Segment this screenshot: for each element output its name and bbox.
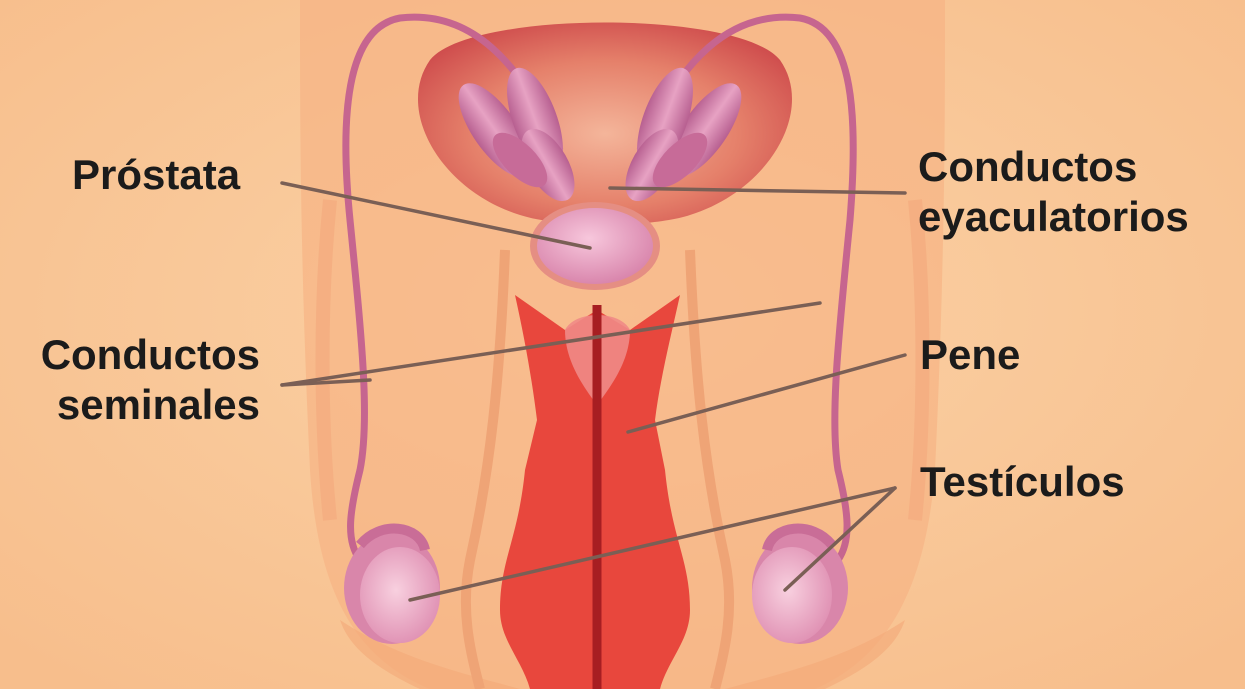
label-testiculos-text: Testículos xyxy=(920,457,1125,507)
label-pene-text: Pene xyxy=(920,330,1020,380)
label-testiculos: Testículos xyxy=(920,457,1125,507)
prostate-inner xyxy=(537,208,653,284)
label-pene: Pene xyxy=(920,330,1020,380)
label-prostata-text: Próstata xyxy=(72,150,240,200)
label-eyaculatorios-line-1: Conductos xyxy=(918,142,1189,192)
label-prostata: Próstata xyxy=(72,150,240,200)
label-conductos-seminales: Conductos seminales xyxy=(16,330,260,430)
label-conductos-eyaculatorios: Conductos eyaculatorios xyxy=(918,142,1189,242)
label-eyaculatorios-line-2: eyaculatorios xyxy=(918,192,1189,242)
label-seminales-line-2: seminales xyxy=(16,380,260,430)
label-seminales-line-1: Conductos xyxy=(16,330,260,380)
pelvic-fold-left xyxy=(323,200,331,520)
